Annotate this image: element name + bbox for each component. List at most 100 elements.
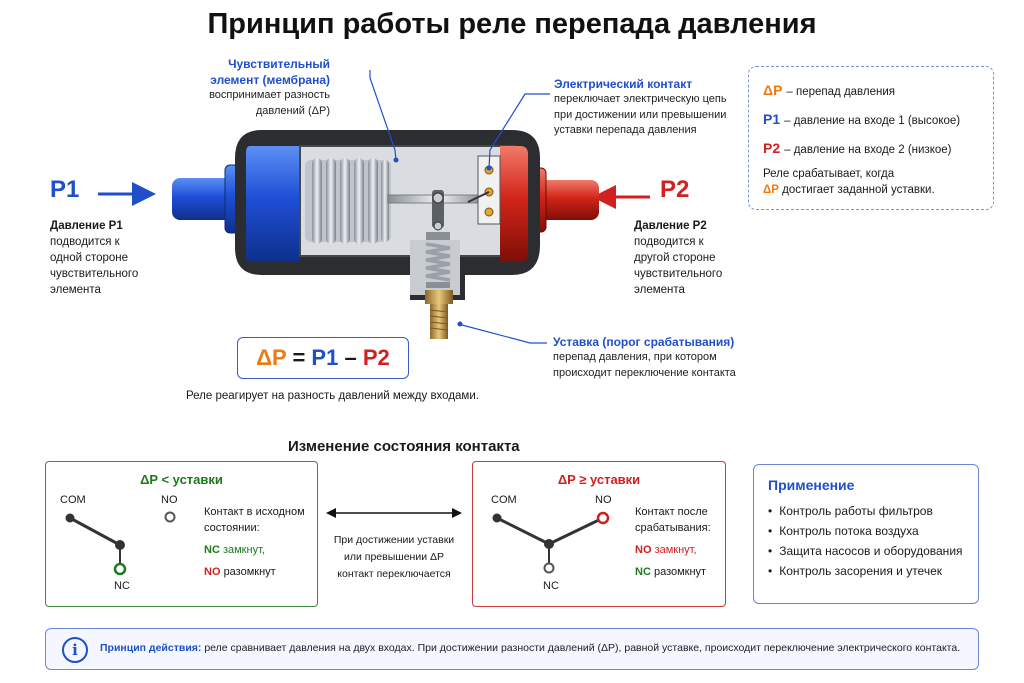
setpoint-callout-line xyxy=(461,324,547,344)
switch-transition-arrow xyxy=(326,508,462,518)
no-label: NO xyxy=(595,494,612,506)
legend-row-p1: P1– давление на входе 1 (высокое) xyxy=(763,106,979,135)
state-after-desc-line: срабатывания: xyxy=(635,522,711,534)
membrane-callout-title: Чувствительный xyxy=(228,57,330,71)
page-title: Принцип работы реле перепада давления xyxy=(207,8,817,40)
list-item: Контроль работы фильтров xyxy=(768,501,964,521)
contact-callout-title: Электрический контакт xyxy=(554,77,693,91)
contact-callout-dot xyxy=(486,165,492,171)
formula-dp: ΔP xyxy=(256,345,287,370)
com-label: COM xyxy=(491,494,517,506)
state-after-schematic xyxy=(492,511,610,574)
application-box: Применение Контроль работы фильтров Конт… xyxy=(753,464,979,604)
list-item: Контроль засорения и утечек xyxy=(768,561,964,581)
legend-text: – перепад давления xyxy=(786,86,895,98)
state-before-no: NO разомкнут xyxy=(204,564,316,580)
membrane-callout-body: воспринимает разность xyxy=(209,89,330,101)
state-before-title: ΔP < уставки xyxy=(140,472,223,487)
state-before-box: ΔP < уставки COM NO NC Контакт в исходно… xyxy=(45,461,318,607)
membrane-callout-line xyxy=(369,70,397,161)
membrane-callout-body: давлений (ΔP) xyxy=(255,104,330,117)
state-before-nc: NC замкнут, xyxy=(204,542,316,558)
formula-p1: P1 xyxy=(311,345,339,370)
footer-label: Принцип действия: xyxy=(100,642,202,654)
p2-line: подводится к xyxy=(634,236,704,248)
state-before-desc: Контакт в исходном состоянии: NC замкнут… xyxy=(204,504,316,580)
p2-line: элемента xyxy=(634,284,685,296)
state-before-desc-line: состоянии: xyxy=(204,522,260,534)
state-after-desc-line: Контакт после xyxy=(635,506,708,518)
state-after-nc: NC разомкнут xyxy=(635,564,725,580)
setpoint-spring xyxy=(425,232,451,288)
p1-line: чувствительного xyxy=(50,268,139,280)
state-after-title: ΔP ≥ уставки xyxy=(557,472,641,487)
legend-box: ΔP– перепад давления P1– давление на вхо… xyxy=(748,66,994,210)
formula-eq: = xyxy=(292,345,306,370)
membrane-callout-title: элемент (мембрана) xyxy=(210,73,330,87)
footer-body: реле сравнивает давления на двух входах.… xyxy=(204,642,961,654)
state-before-schematic xyxy=(65,511,176,576)
no-key: NO xyxy=(635,544,652,556)
legend-note-rest: достигает заданной уставки. xyxy=(782,184,935,196)
no-key: NO xyxy=(204,566,221,578)
com-terminal-icon xyxy=(492,513,502,523)
no-terminal-icon xyxy=(596,511,610,525)
info-icon: i xyxy=(62,637,88,663)
formula-minus: – xyxy=(344,345,357,370)
legend-text: – давление на входе 1 (высокое) xyxy=(784,115,961,127)
p1-description: Давление P1 подводится к одной стороне ч… xyxy=(50,218,170,298)
setpoint-callout-title: Уставка (порог срабатывания) xyxy=(553,335,735,349)
contact-callout-body: уставки перепада давления xyxy=(554,124,697,136)
legend-key: ΔP xyxy=(763,82,783,98)
formula-box: ΔP = P1 – P2 xyxy=(237,337,409,379)
legend-note-key: ΔP xyxy=(763,184,779,196)
com-terminal-icon xyxy=(65,513,75,523)
contact-callout-line xyxy=(488,93,550,169)
membrane-callout: Чувствительный элемент (мембрана) воспри… xyxy=(180,56,330,119)
formula-p2: P2 xyxy=(362,345,390,370)
application-title: Применение xyxy=(768,477,855,493)
state-after-desc: Контакт после срабатывания: NO замкнут, … xyxy=(635,504,725,580)
nc-state: замкнут, xyxy=(222,544,265,556)
application-list: Контроль работы фильтров Контроль потока… xyxy=(768,501,964,581)
p1-title: Давление P1 xyxy=(50,220,123,232)
no-state: разомкнут xyxy=(223,566,276,578)
contact-callout: Электрический контакт переключает электр… xyxy=(554,76,744,139)
legend-row-p2: P2– давление на входе 2 (низкое) xyxy=(763,135,979,164)
transition-line: контакт переключается xyxy=(337,568,451,580)
no-label: NO xyxy=(161,494,178,506)
contact-callout-body: при достижении или превышении xyxy=(554,108,727,121)
p2-line: другой стороне xyxy=(634,252,716,264)
list-item: Контроль потока воздуха xyxy=(768,521,964,541)
state-after-no: NO замкнут, xyxy=(635,542,725,558)
no-state: замкнут, xyxy=(654,544,697,556)
adjusting-screw xyxy=(425,290,453,339)
legend-note: Реле срабатывает, когда ΔP достигает зад… xyxy=(763,166,979,198)
transition-line: При достижении уставки xyxy=(333,534,455,546)
footer-note: i Принцип действия: реле сравнивает давл… xyxy=(45,628,979,670)
legend-note-line: Реле срабатывает, когда xyxy=(763,168,895,180)
legend-key: P1 xyxy=(763,111,781,127)
legend-row-dp: ΔP– перепад давления xyxy=(763,77,979,106)
legend-note-line: ΔP достигает заданной уставки. xyxy=(763,182,979,198)
contact-callout-body: переключает электрическую цепь xyxy=(554,93,727,105)
legend-key: P2 xyxy=(763,140,781,156)
nc-key: NC xyxy=(204,544,220,556)
p2-line: чувствительного xyxy=(634,268,723,280)
nc-label: NC xyxy=(543,580,559,592)
setpoint-callout-dot xyxy=(457,321,463,327)
list-item: Защита насосов и оборудования xyxy=(768,541,964,561)
nc-label: NC xyxy=(114,580,130,592)
switch-lever xyxy=(432,190,444,231)
p2-description: Давление P2 подводится к другой стороне … xyxy=(634,218,754,298)
setpoint-callout-body: происходит переключение контакта xyxy=(553,366,736,379)
nc-key: NC xyxy=(635,566,651,578)
com-label: COM xyxy=(60,494,86,506)
legend-text: – давление на входе 2 (низкое) xyxy=(784,144,952,156)
relay-diagram xyxy=(98,70,650,344)
p1-line: подводится к xyxy=(50,236,120,248)
state-after-box: ΔP ≥ уставки COM NO NC Контакт после сра… xyxy=(472,461,726,607)
nc-terminal-icon xyxy=(113,562,127,576)
p2-title: Давление P2 xyxy=(634,220,707,232)
contact-state-heading: Изменение состояния контакта xyxy=(288,438,520,455)
